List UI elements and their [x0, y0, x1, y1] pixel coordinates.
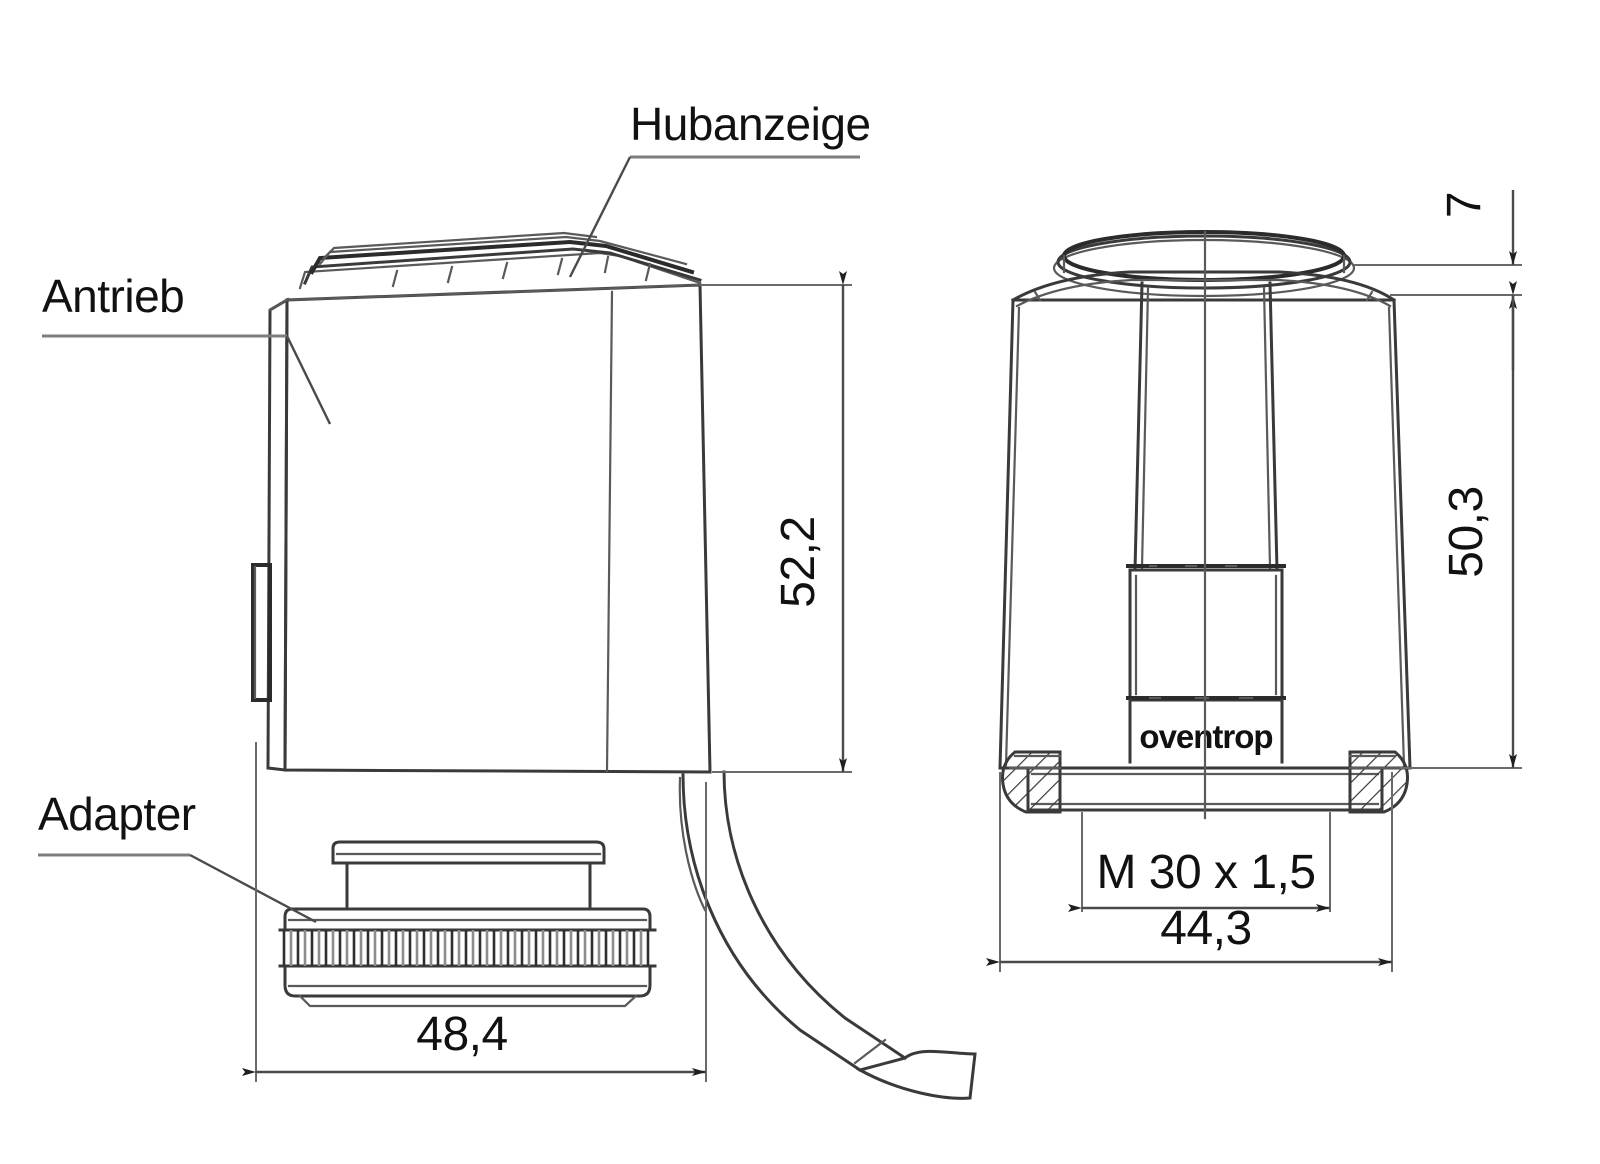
actuator-body-side	[251, 283, 712, 774]
callout-antrieb: Antrieb	[42, 270, 332, 425]
dimension-48-4: 48,4	[242, 742, 707, 1082]
stroke-indicator-cap	[298, 231, 702, 290]
dimension-50-3: 50,3	[1400, 281, 1522, 769]
label-adapter: Adapter	[38, 788, 196, 840]
label-antrieb-leader	[285, 335, 332, 425]
dimension-thread-text: M 30 x 1,5	[1096, 846, 1315, 899]
label-adapter-leader	[189, 853, 317, 924]
label-antrieb: Antrieb	[42, 270, 184, 322]
dimension-thread: M 30 x 1,5	[1068, 812, 1331, 912]
dimension-44-3: 44,3	[986, 772, 1393, 972]
collar-section-left	[1001, 750, 1062, 814]
dimension-50-3-text: 50,3	[1440, 486, 1493, 577]
adapter-knurl	[282, 930, 650, 966]
side-view-group: Antrieb Hubanzeige Adapter 52,2	[38, 98, 977, 1100]
dimension-7-text: 7	[1438, 192, 1491, 218]
label-hubanzeige-leader	[568, 156, 632, 278]
adapter-part	[278, 840, 657, 1008]
dimension-44-3-text: 44,3	[1160, 902, 1251, 955]
cable-side	[678, 770, 977, 1100]
dimension-52-2: 52,2	[700, 271, 852, 773]
dimension-48-4-text: 48,4	[416, 1008, 507, 1061]
dimension-52-2-text: 52,2	[772, 516, 825, 607]
label-hubanzeige: Hubanzeige	[630, 98, 871, 150]
oventrop-logo-text: oventrop	[1139, 718, 1272, 755]
callout-adapter: Adapter	[38, 788, 317, 924]
collar-section-right	[1348, 750, 1409, 814]
callout-hubanzeige: Hubanzeige	[568, 98, 871, 278]
front-view-group: oventrop 7	[986, 190, 1522, 972]
